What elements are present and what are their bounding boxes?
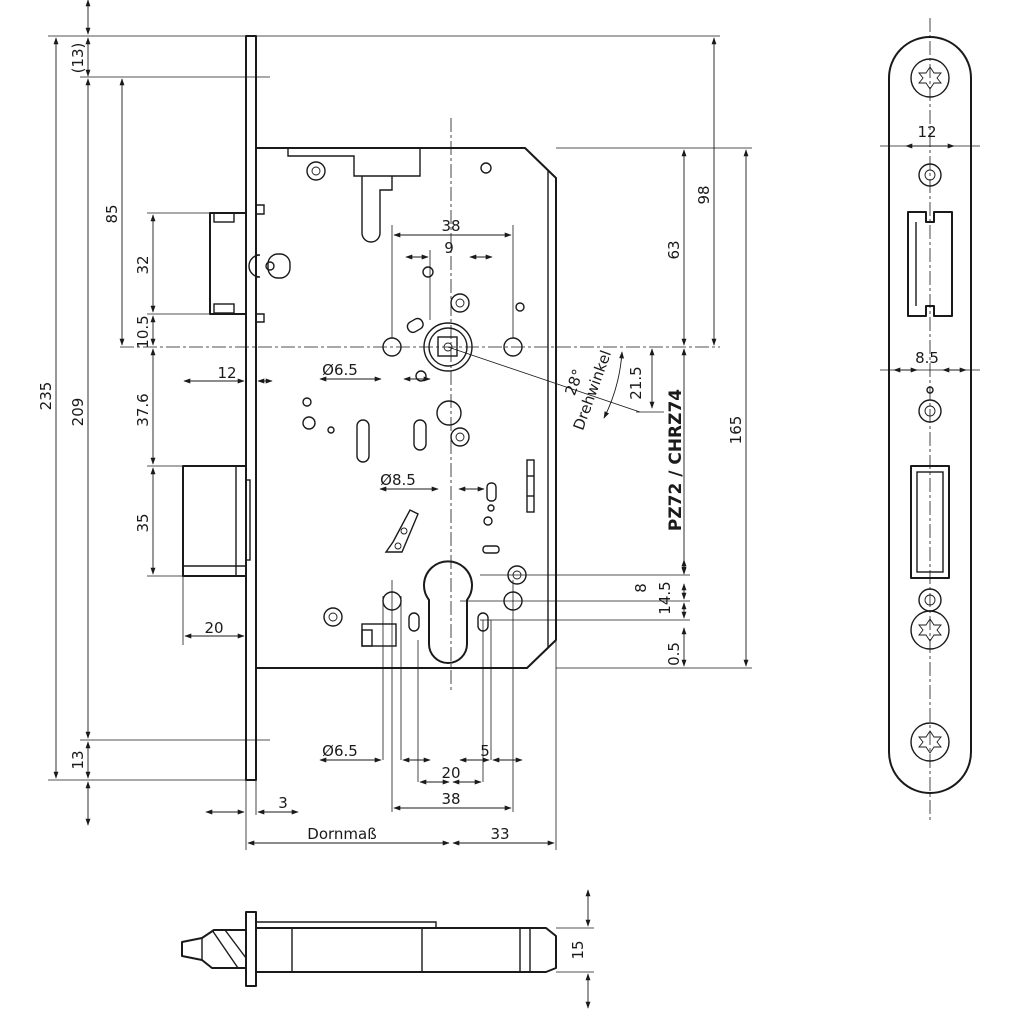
label-13-bottom: 13 bbox=[69, 750, 87, 769]
screw-top bbox=[306, 161, 326, 181]
label-9: 9 bbox=[444, 239, 454, 257]
label-13-top: (13) bbox=[69, 43, 87, 74]
bottom-case bbox=[256, 927, 557, 973]
label-98: 98 bbox=[695, 185, 713, 204]
bottom-forend bbox=[245, 911, 257, 987]
label-20-latch: 20 bbox=[204, 619, 223, 637]
front-view: (13) 235 209 85 32 10.5 37.6 35 13 12 20… bbox=[37, 0, 752, 850]
faceplate-latch-opening bbox=[910, 465, 950, 579]
label-38-bottom: 38 bbox=[441, 790, 460, 808]
label-pz-chrz: PZ72 / CHRZ74 bbox=[666, 389, 686, 531]
bottom-label-15: 15 bbox=[569, 940, 587, 959]
label-20-bottom: 20 bbox=[441, 764, 460, 782]
label-37-6: 37.6 bbox=[134, 393, 152, 426]
screw-upper-mid bbox=[450, 293, 470, 313]
lever bbox=[384, 509, 419, 553]
label-5: 5 bbox=[480, 742, 490, 760]
faceplate-small-screw-2 bbox=[918, 399, 942, 423]
label-33: 33 bbox=[490, 825, 509, 843]
faceplate-screw-top bbox=[910, 58, 950, 98]
label-phi85: Ø8.5 bbox=[380, 471, 416, 489]
label-phi65-bottom: Ø6.5 bbox=[322, 742, 358, 760]
label-235: 235 bbox=[37, 382, 55, 411]
label-phi65-top: Ø6.5 bbox=[322, 361, 358, 379]
forend bbox=[245, 35, 257, 781]
label-dornmass: Dornmaß bbox=[307, 825, 376, 843]
label-209: 209 bbox=[69, 398, 87, 427]
faceplate-view: 12 8.5 bbox=[880, 18, 980, 820]
screw-lower-left bbox=[323, 607, 343, 627]
label-21-5: 21.5 bbox=[627, 366, 645, 399]
lock-case bbox=[256, 147, 557, 669]
spindle-square bbox=[437, 336, 458, 357]
label-10-5: 10.5 bbox=[134, 315, 152, 348]
faceplate-bolt-opening bbox=[907, 211, 953, 317]
faceplate-small-screw-1 bbox=[918, 163, 942, 187]
label-12: 12 bbox=[217, 364, 236, 382]
label-0-5: 0.5 bbox=[665, 642, 683, 666]
bolt bbox=[209, 212, 247, 315]
label-63: 63 bbox=[665, 240, 683, 259]
faceplate-small-screw-3 bbox=[918, 588, 942, 612]
label-3: 3 bbox=[278, 794, 288, 812]
screw-mid bbox=[450, 427, 470, 447]
faceplate-outline bbox=[888, 36, 972, 794]
label-8: 8 bbox=[632, 583, 650, 593]
faceplate-screw-bottom bbox=[910, 722, 950, 762]
hole-mid bbox=[436, 400, 462, 426]
bottom-latch bbox=[181, 929, 247, 969]
label-85: 85 bbox=[103, 204, 121, 223]
faceplate-label-8-5: 8.5 bbox=[915, 349, 939, 367]
label-32: 32 bbox=[134, 255, 152, 274]
label-35: 35 bbox=[134, 513, 152, 532]
label-165: 165 bbox=[727, 416, 745, 445]
cylinder-cutout bbox=[423, 560, 473, 664]
label-38-top: 38 bbox=[441, 217, 460, 235]
faceplate-label-12: 12 bbox=[917, 123, 936, 141]
label-14-5: 14.5 bbox=[656, 581, 674, 614]
bottom-view: 15 bbox=[181, 889, 594, 1009]
